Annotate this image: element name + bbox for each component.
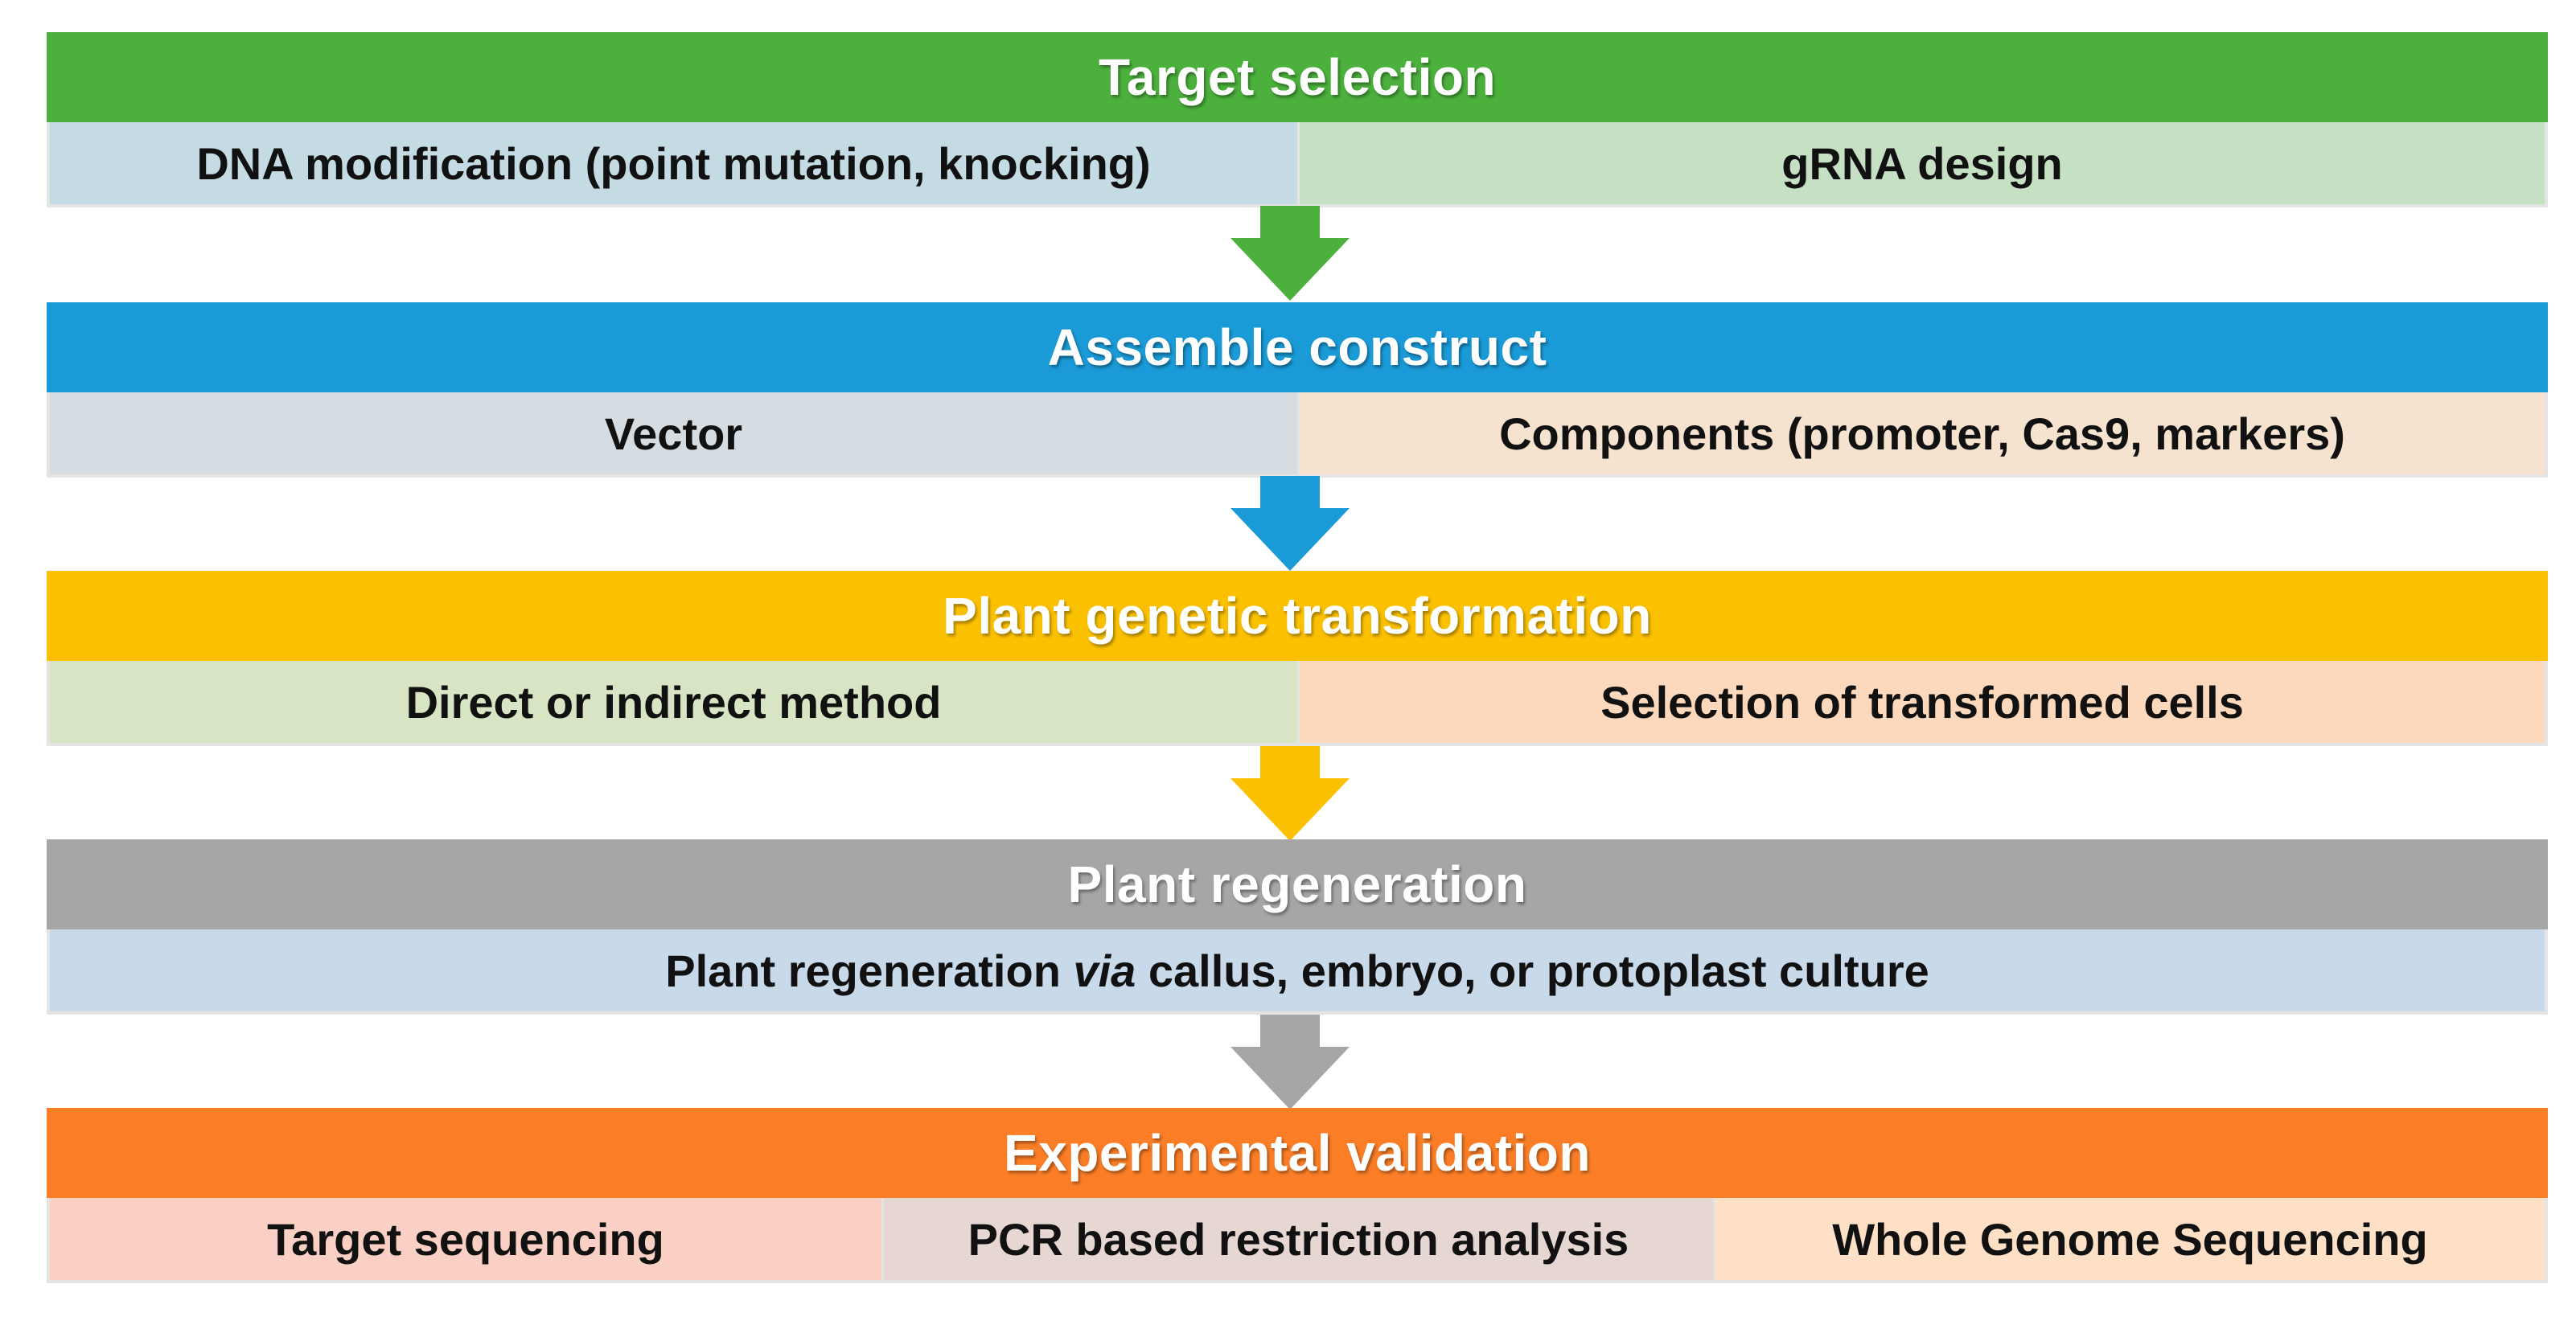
stage-header: Plant genetic transformation: [47, 571, 2548, 661]
stage-detail-row: DNA modification (point mutation, knocki…: [47, 122, 2548, 207]
stage-plant-regeneration: Plant regeneration Plant regeneration vi…: [47, 839, 2548, 1015]
detail-cell: PCR based restriction analysis: [881, 1198, 1713, 1280]
detail-cell: Selection of transformed cells: [1297, 661, 2545, 743]
down-arrow-icon: [1230, 1015, 1350, 1110]
down-arrow-icon: [1230, 206, 1350, 301]
detail-cell: DNA modification (point mutation, knocki…: [50, 122, 1297, 204]
stage-experimental-validation: Experimental validation Target sequencin…: [47, 1108, 2548, 1283]
down-arrow-icon: [1230, 476, 1350, 571]
detail-text: callus, embryo, or protoplast culture: [1136, 945, 1929, 996]
stage-header: Target selection: [47, 32, 2548, 122]
detail-text-italic: via: [1073, 945, 1136, 996]
stage-header: Experimental validation: [47, 1108, 2548, 1198]
detail-cell: Target sequencing: [50, 1198, 881, 1280]
detail-cell: Whole Genome Sequencing: [1712, 1198, 2545, 1280]
detail-text: Plant regeneration: [665, 945, 1074, 996]
stage-detail-row: Plant regeneration via callus, embryo, o…: [47, 929, 2548, 1015]
detail-cell: gRNA design: [1297, 122, 2545, 204]
stage-detail-row: Direct or indirect method Selection of t…: [47, 661, 2548, 746]
stage-detail-row: Vector Components (promoter, Cas9, marke…: [47, 392, 2548, 478]
detail-cell: Components (promoter, Cas9, markers): [1297, 392, 2545, 474]
stage-detail-row: Target sequencing PCR based restriction …: [47, 1198, 2548, 1283]
stage-plant-genetic-transformation: Plant genetic transformation Direct or i…: [47, 571, 2548, 746]
stage-header: Assemble construct: [47, 302, 2548, 392]
down-arrow-icon: [1230, 746, 1350, 841]
stage-target-selection: Target selection DNA modification (point…: [47, 32, 2548, 207]
stage-header: Plant regeneration: [47, 839, 2548, 929]
detail-cell: Vector: [50, 392, 1297, 474]
detail-cell: Direct or indirect method: [50, 661, 1297, 743]
detail-cell: Plant regeneration via callus, embryo, o…: [50, 929, 2545, 1011]
stage-assemble-construct: Assemble construct Vector Components (pr…: [47, 302, 2548, 478]
